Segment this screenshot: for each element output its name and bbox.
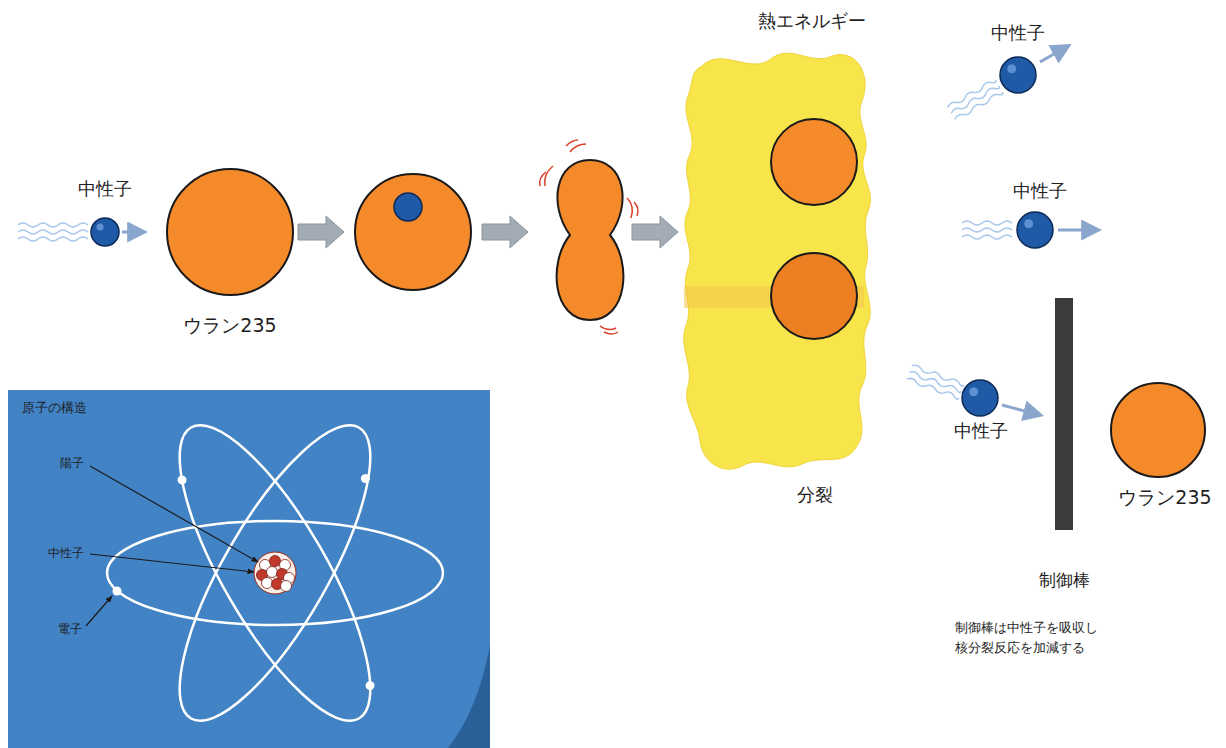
neutron: 中性子 xyxy=(985,22,1051,98)
node-label: 中性子 xyxy=(954,420,1008,442)
fission-burst: 熱エネルギー分裂 xyxy=(672,6,886,518)
node-label: 中性子 xyxy=(78,178,132,200)
blob-shape xyxy=(672,6,886,518)
neutron: 中性子 xyxy=(1000,180,1072,250)
motion-arrows xyxy=(1002,46,1098,415)
atom-structure-panel: 原子の構造陽子中性子電子 xyxy=(8,390,490,748)
uranium-nucleus: ウラン235 xyxy=(1100,380,1220,515)
node-label: 制御棒 xyxy=(1039,570,1090,590)
node-label: ウラン235 xyxy=(1118,486,1211,509)
part-label: 陽子 xyxy=(60,456,84,470)
node-label: 中性子 xyxy=(991,22,1045,44)
motion-arrow xyxy=(122,231,144,234)
rod-shape xyxy=(1030,298,1102,598)
node-label: 中性子 xyxy=(1013,180,1067,202)
uranium-nucleus: ウラン235 xyxy=(160,166,300,346)
atom-illustration xyxy=(8,390,490,748)
neutron: 中性子 xyxy=(945,378,1017,448)
absorbed-neutron xyxy=(394,193,422,221)
deforming-nucleus xyxy=(557,160,624,320)
uranium-with-neutron xyxy=(355,174,471,290)
node-label: ウラン235 xyxy=(183,314,276,337)
part-label: 中性子 xyxy=(48,546,84,560)
panel-title: 原子の構造 xyxy=(22,400,87,416)
vibration-marks xyxy=(540,140,638,334)
note-text: 制御棒は中性子を吸収し 核分裂反応を加減する xyxy=(955,618,1135,657)
neutron: 中性子 xyxy=(70,178,140,250)
node-label: 熱エネルギー xyxy=(758,10,866,32)
motion-waves xyxy=(906,78,1012,399)
control-rod: 制御棒 xyxy=(1030,298,1102,598)
node-label: 分裂 xyxy=(797,484,833,506)
motion-waves xyxy=(18,223,88,241)
part-label: 電子 xyxy=(58,622,82,636)
